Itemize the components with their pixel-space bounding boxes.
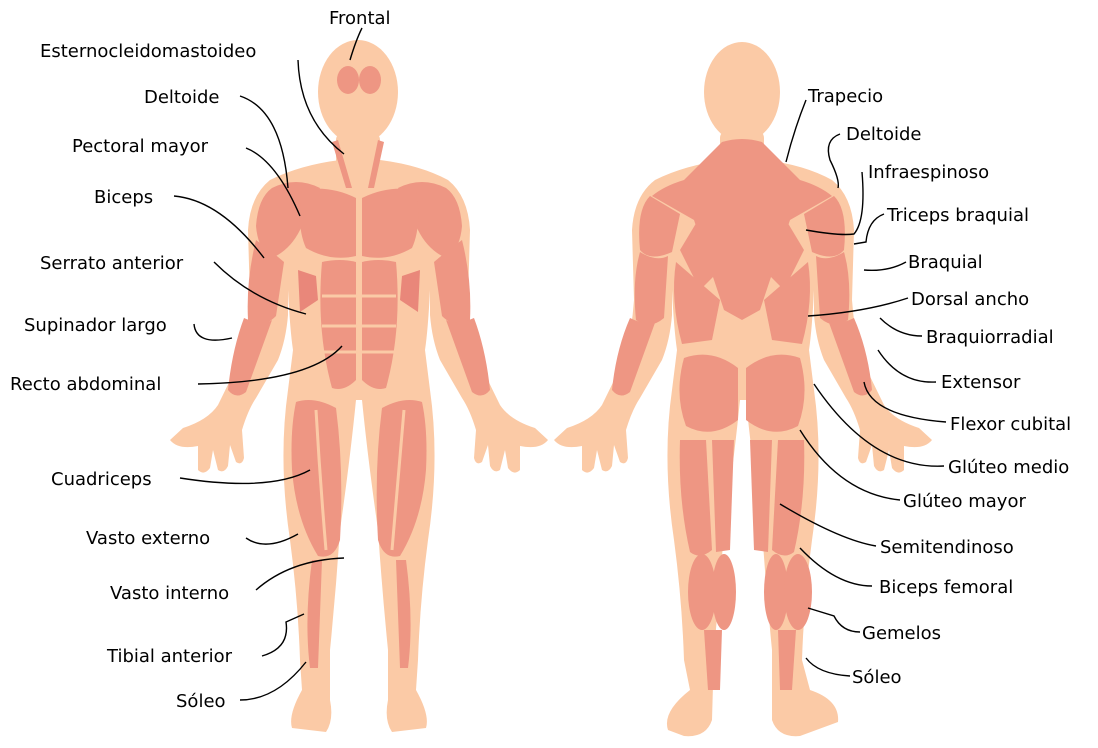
back-muscles [612, 139, 872, 690]
label-esternocleidomastoideo: Esternocleidomastoideo [40, 41, 256, 62]
label-braquiorradial: Braquiorradial [926, 327, 1054, 348]
label-gluteo-medio: Glúteo medio [948, 457, 1069, 478]
label-vasto-interno: Vasto interno [110, 583, 229, 604]
label-braquial: Braquial [908, 252, 983, 273]
label-extensor: Extensor [941, 372, 1021, 393]
label-vasto-externo: Vasto externo [86, 528, 210, 549]
label-cuadriceps: Cuadriceps [51, 469, 152, 490]
label-deltoide-front: Deltoide [144, 87, 220, 108]
label-gemelos: Gemelos [862, 623, 941, 644]
label-gluteo-mayor: Glúteo mayor [903, 491, 1026, 512]
label-supinador-largo: Supinador largo [24, 315, 167, 336]
label-deltoide-back: Deltoide [846, 124, 922, 145]
label-biceps: Biceps [94, 187, 153, 208]
front-figure [170, 40, 548, 732]
label-soleo-back: Sóleo [852, 667, 902, 688]
label-semitendinoso: Semitendinoso [880, 537, 1014, 558]
label-dorsal-ancho: Dorsal ancho [911, 289, 1029, 310]
label-flexor-cubital: Flexor cubital [950, 414, 1071, 435]
label-trapecio: Trapecio [807, 86, 883, 107]
label-serrato-anterior: Serrato anterior [40, 253, 184, 274]
label-pectoral-mayor: Pectoral mayor [72, 136, 209, 157]
label-triceps-braquial: Triceps braquial [886, 205, 1029, 226]
label-biceps-femoral: Biceps femoral [879, 577, 1013, 598]
label-frontal: Frontal [329, 8, 391, 29]
label-recto-abdominal: Recto abdominal [10, 374, 161, 395]
label-tibial-anterior: Tibial anterior [106, 646, 233, 667]
label-infraespinoso: Infraespinoso [868, 162, 989, 183]
label-soleo-front: Sóleo [176, 691, 226, 712]
